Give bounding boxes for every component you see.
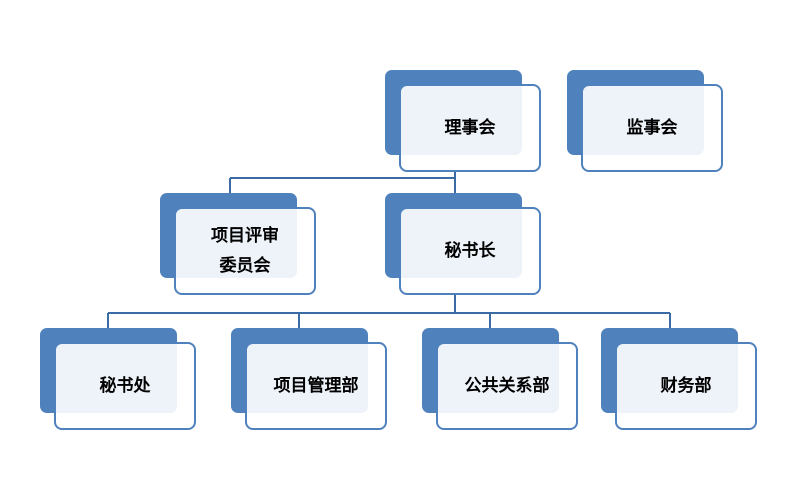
node-label: 秘书长 <box>444 241 496 261</box>
node-label: 监事会 <box>626 118 678 138</box>
node-box: 项目管理部 <box>245 342 387 430</box>
connector-department-level <box>107 295 671 328</box>
node-box: 项目评审委员会 <box>174 207 316 295</box>
node-board[interactable]: 理事会 <box>385 70 541 172</box>
connector-board-level <box>229 170 456 193</box>
node-label-line1: 项目评审 <box>211 226 279 246</box>
node-box: 财务部 <box>615 342 757 430</box>
node-box: 秘书处 <box>54 342 196 430</box>
node-project-management[interactable]: 项目管理部 <box>231 328 387 430</box>
node-secretariat[interactable]: 秘书处 <box>40 328 196 430</box>
node-public-relations[interactable]: 公共关系部 <box>422 328 578 430</box>
node-box: 秘书长 <box>399 207 541 295</box>
node-finance[interactable]: 财务部 <box>601 328 757 430</box>
node-box: 公共关系部 <box>436 342 578 430</box>
node-box: 理事会 <box>399 84 541 172</box>
node-label: 财务部 <box>660 376 712 396</box>
node-label: 理事会 <box>444 118 496 138</box>
node-label: 秘书处 <box>99 376 151 396</box>
node-label-line2: 委员会 <box>219 256 271 276</box>
node-review-committee[interactable]: 项目评审委员会 <box>160 193 316 295</box>
node-secretary-general[interactable]: 秘书长 <box>385 193 541 295</box>
node-label: 公共关系部 <box>464 376 550 396</box>
node-label: 项目管理部 <box>273 376 359 396</box>
node-supervisors[interactable]: 监事会 <box>567 70 723 172</box>
node-box: 监事会 <box>581 84 723 172</box>
